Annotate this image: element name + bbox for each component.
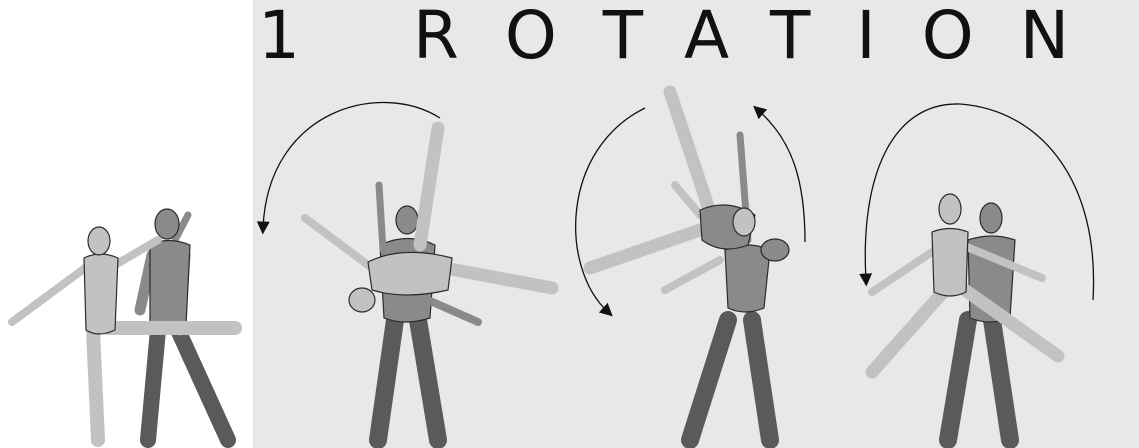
stage-landing bbox=[865, 104, 1093, 440]
partner-a-figure bbox=[12, 227, 235, 440]
rotation-arrow-upper bbox=[758, 110, 805, 242]
stage-starting-position bbox=[12, 209, 235, 440]
partner-a-figure bbox=[305, 128, 552, 312]
stage-overhead-rotation bbox=[576, 92, 805, 440]
stage-lift-over-shoulder bbox=[263, 102, 552, 440]
rotation-arrow bbox=[576, 108, 645, 312]
